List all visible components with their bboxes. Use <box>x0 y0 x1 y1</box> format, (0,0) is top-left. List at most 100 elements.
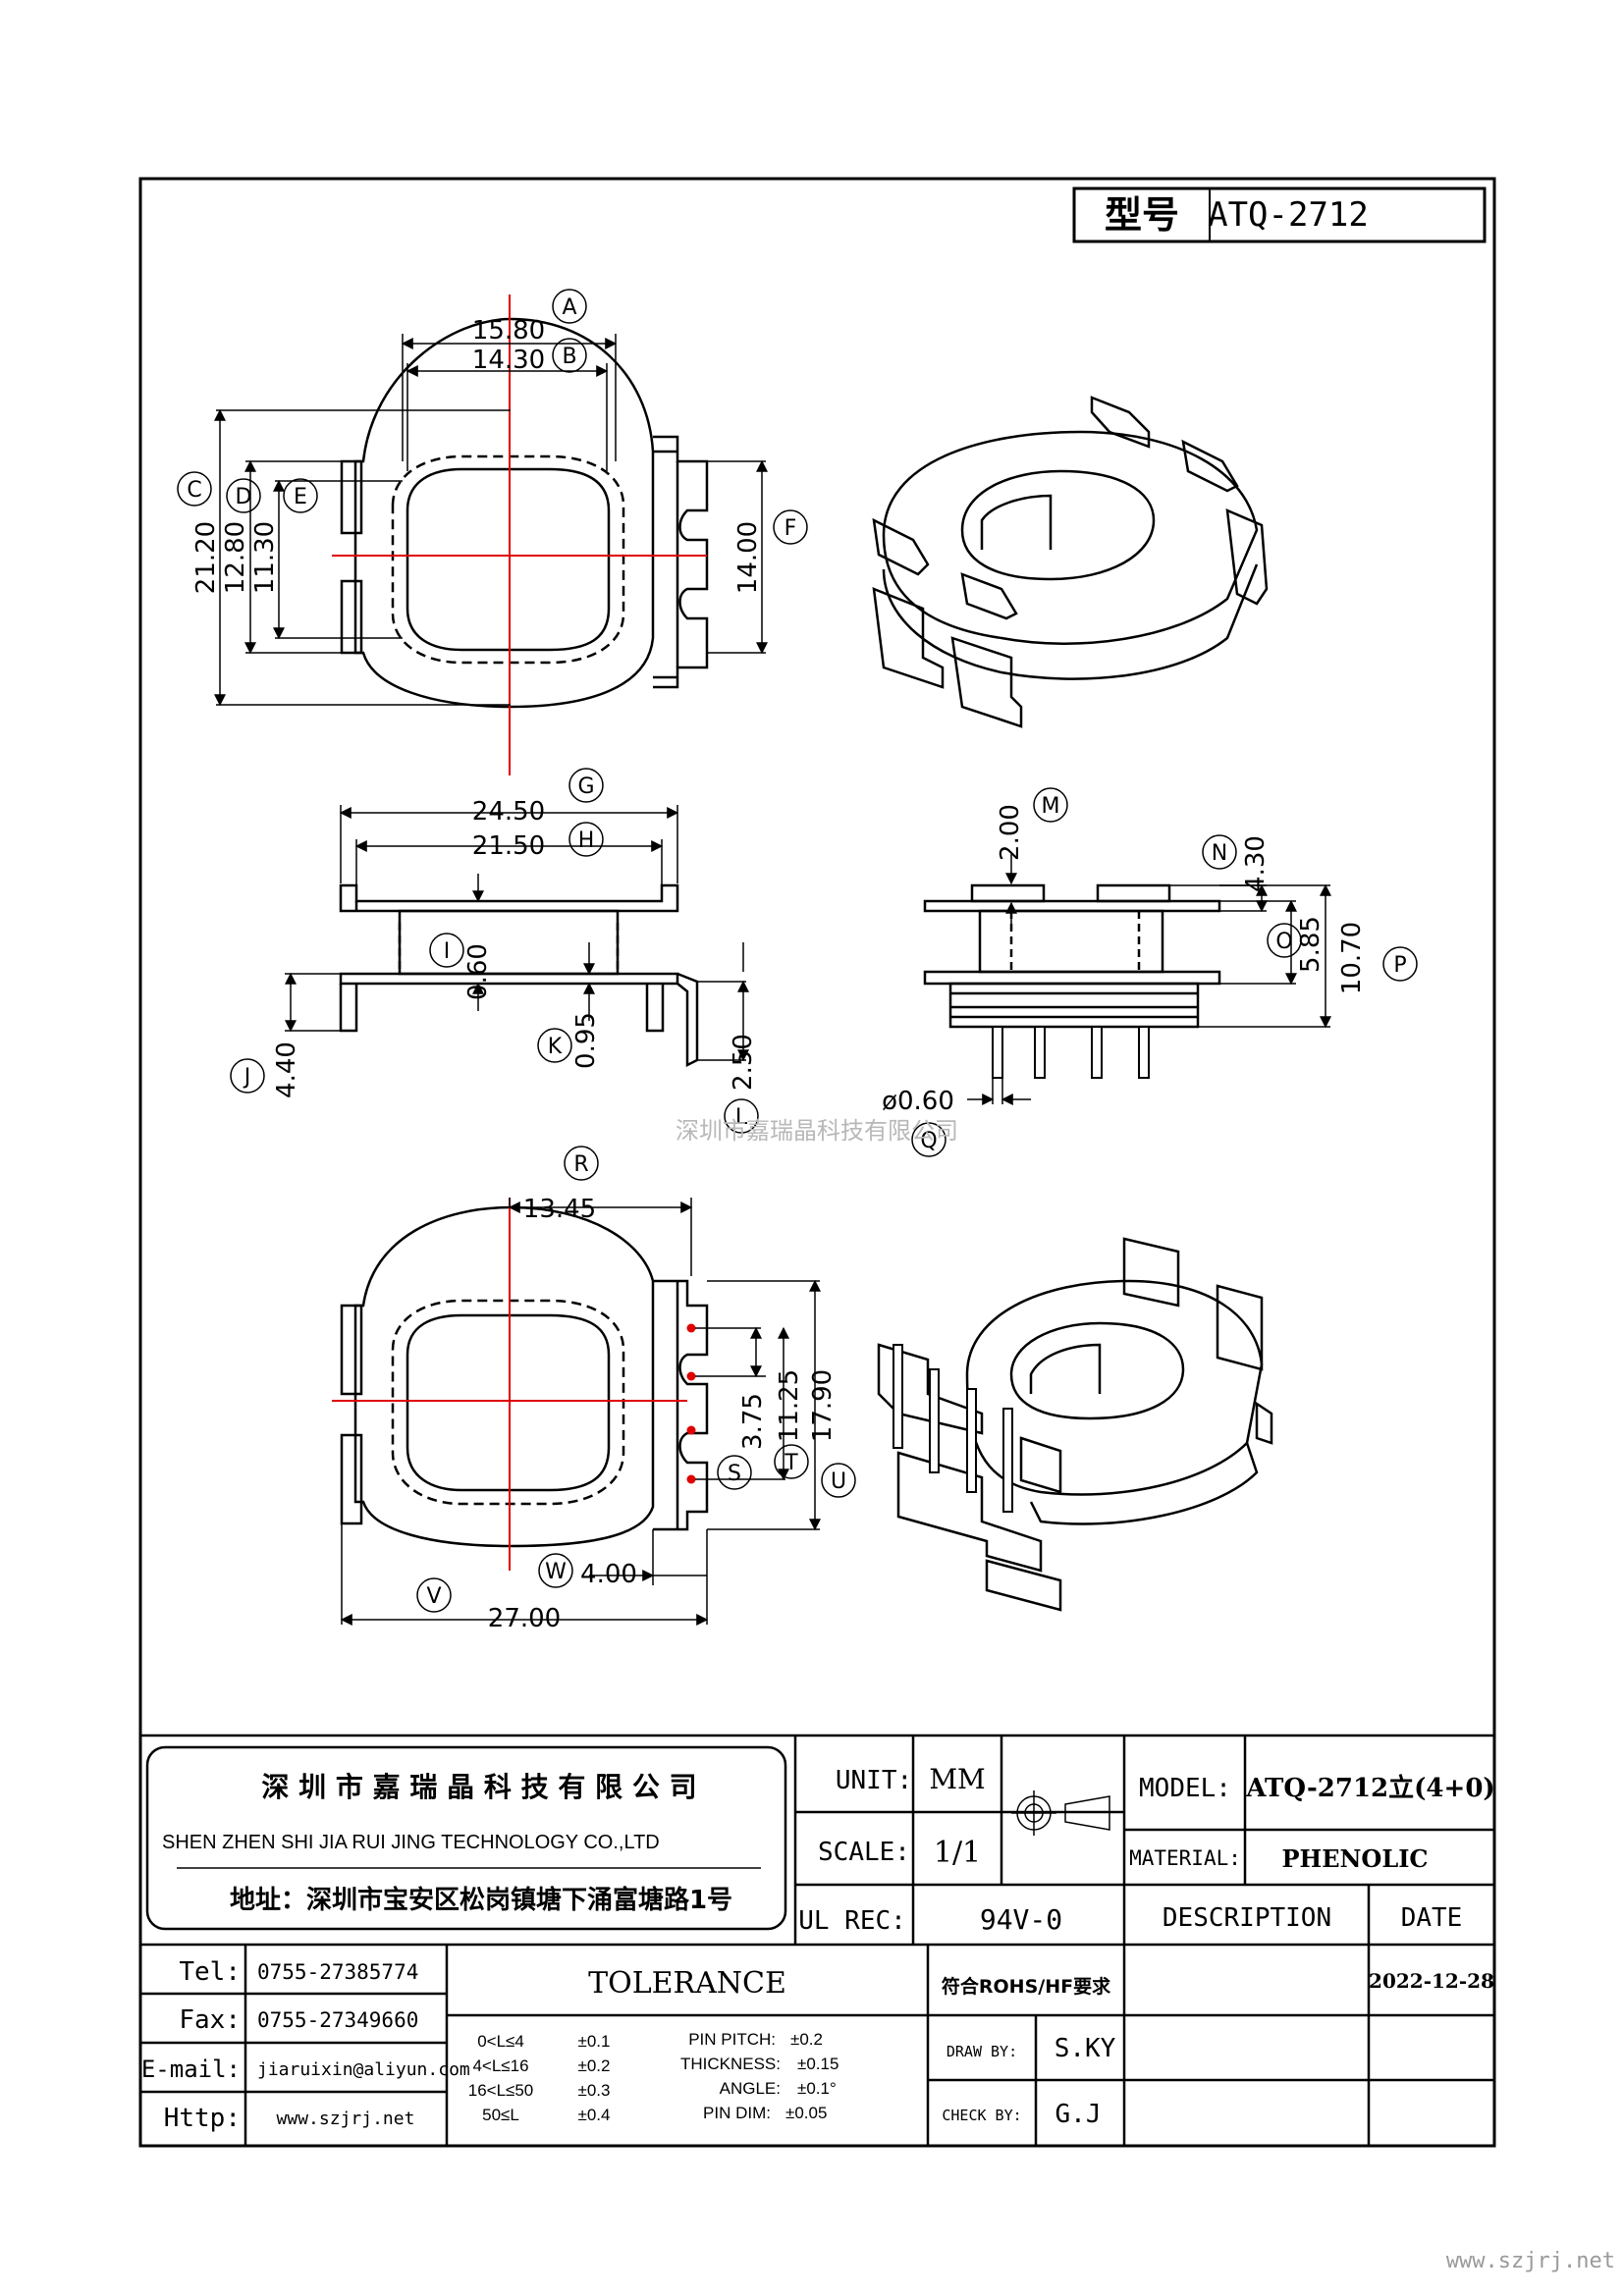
material-value: PHENOLIC <box>1281 1844 1428 1873</box>
bubble-B-label: B <box>562 345 576 369</box>
http-value: www.szjrj.net <box>277 2109 415 2129</box>
iso-view-lower-pins <box>893 1344 1013 1513</box>
side-view-pin <box>1138 1026 1150 1079</box>
top-view-pin-rail <box>653 435 709 689</box>
model-value: ATQ-2712立(4+0) <box>1245 1773 1494 1803</box>
header-label: 型号 <box>1105 193 1179 237</box>
material-label: MATERIAL: <box>1129 1846 1241 1870</box>
watermark-corner: www.szjrj.net <box>1446 2249 1615 2273</box>
tol-value: ±0.4 <box>578 2106 611 2124</box>
header-model: ATQ-2712 <box>1208 195 1369 235</box>
fax-label: Fax: <box>179 2005 241 2035</box>
front-view <box>339 883 699 1068</box>
dim-L-value: 2.50 <box>729 1034 758 1091</box>
side-view-pins <box>992 1026 1150 1079</box>
sheet-border <box>138 177 1496 2148</box>
dim-E-value: 11.30 <box>250 521 280 594</box>
header-model-box: 型号 ATQ-2712 <box>1072 187 1487 243</box>
bubble-C-label: C <box>187 478 201 503</box>
tol-value: ±0.3 <box>578 2081 611 2100</box>
side-view-base <box>948 982 1200 1029</box>
bottom-view-bubble-letters: R S T U V W <box>426 1152 846 1609</box>
company-name-en: SHEN ZHEN SHI JIA RUI JING TECHNOLOGY CO… <box>162 1832 660 1853</box>
unit-value: MM <box>929 1763 985 1795</box>
scale-value: 1/1 <box>934 1836 981 1870</box>
pin-dot <box>686 1323 696 1333</box>
bubble-B <box>552 338 587 373</box>
dim-R-value: 13.45 <box>523 1195 596 1224</box>
tol-value: ±0.1 <box>578 2032 611 2051</box>
top-view-window-dashed <box>391 454 625 665</box>
bubble-A <box>552 289 587 324</box>
bubble-A-label: A <box>562 295 576 320</box>
bottom-view-centerlines <box>332 1198 687 1571</box>
tol-spec-label: PIN PITCH: <box>688 2030 776 2049</box>
side-view-bottom-flange <box>923 970 1221 986</box>
company-address: 地址：深圳市宝安区松岗镇塘下涌富塘路1号 <box>230 1885 732 1915</box>
front-view-bubble-letters: G H I J K L <box>243 774 748 1130</box>
dim-A-value: 15.80 <box>472 316 545 346</box>
ulrec-value: 94V-0 <box>980 1903 1062 1936</box>
dim-M-value: 2.00 <box>996 804 1025 861</box>
bubble-U-label: U <box>831 1469 846 1494</box>
unit-label: UNIT: <box>836 1766 912 1795</box>
bottom-view-window <box>406 1313 611 1492</box>
bubble-T <box>774 1444 809 1479</box>
tel-label: Tel: <box>179 1957 241 1987</box>
draw-label: DRAW BY: <box>947 2043 1017 2060</box>
dim-S-value: 3.75 <box>738 1393 768 1450</box>
bubble-S-label: S <box>728 1462 741 1486</box>
fax-value: 0755-27349660 <box>257 2008 418 2032</box>
bubble-S <box>717 1455 752 1490</box>
bubble-P <box>1382 946 1418 982</box>
bubble-G-label: G <box>577 774 594 799</box>
bubble-Q-label: Q <box>920 1129 937 1153</box>
bottom-view-dim-labels: 13.45 3.75 11.25 17.90 27.00 4.00 <box>488 1195 838 1633</box>
bubble-E-label: E <box>294 485 307 509</box>
front-view-pin <box>676 972 699 1068</box>
bubble-I <box>429 933 464 968</box>
bubble-J <box>230 1058 265 1094</box>
bubble-L <box>724 1098 759 1134</box>
tol-spec-label: PIN DIM: <box>703 2104 771 2122</box>
tol-spec-value: ±0.2 <box>790 2030 823 2049</box>
bottom-view-window-dashed <box>391 1299 625 1506</box>
bubble-E <box>283 478 318 513</box>
bottom-view <box>340 1205 709 1548</box>
bubble-G <box>568 768 604 803</box>
bubble-P-label: P <box>1393 953 1406 978</box>
dim-N-value: 4.30 <box>1241 835 1271 892</box>
tol-value: ±0.2 <box>578 2056 611 2075</box>
bottom-view-lug-upper <box>340 1304 363 1396</box>
bubble-D-label: D <box>236 485 252 509</box>
bubble-H-label: H <box>578 828 595 853</box>
bubble-H <box>568 822 604 857</box>
side-view <box>923 883 1221 1029</box>
bottom-view-bubbles <box>416 1146 856 1613</box>
bubble-I-label: I <box>444 939 451 964</box>
side-view-core <box>978 909 1164 974</box>
draw-value: S.KY <box>1055 2034 1116 2063</box>
dim-W-value: 4.00 <box>580 1560 637 1589</box>
dim-I-value: 0.60 <box>463 943 493 1000</box>
bubble-V <box>416 1577 452 1613</box>
date-label: DATE <box>1401 1903 1463 1933</box>
top-view-lug-lower <box>340 579 363 655</box>
iso-view-lower <box>877 1237 1273 1612</box>
tol-range: 0<L≤4 <box>477 2032 524 2051</box>
description-label: DESCRIPTION <box>1163 1903 1331 1933</box>
email-value: jiaruixin@aliyun.com <box>257 2059 470 2080</box>
dim-T-value: 11.25 <box>775 1369 804 1442</box>
scale-label: SCALE: <box>818 1838 910 1867</box>
tol-spec-value: ±0.05 <box>785 2104 827 2122</box>
side-view-tab-left <box>970 883 1046 903</box>
dim-J-value: 4.40 <box>272 1041 301 1098</box>
top-view-lug-upper <box>340 459 363 535</box>
pin-dot <box>686 1425 696 1435</box>
side-view-tab-right <box>1096 883 1171 903</box>
bubble-R-label: R <box>573 1152 588 1177</box>
dim-G-value: 24.50 <box>472 797 545 827</box>
bubble-M <box>1033 787 1068 823</box>
top-view-window <box>406 467 611 652</box>
